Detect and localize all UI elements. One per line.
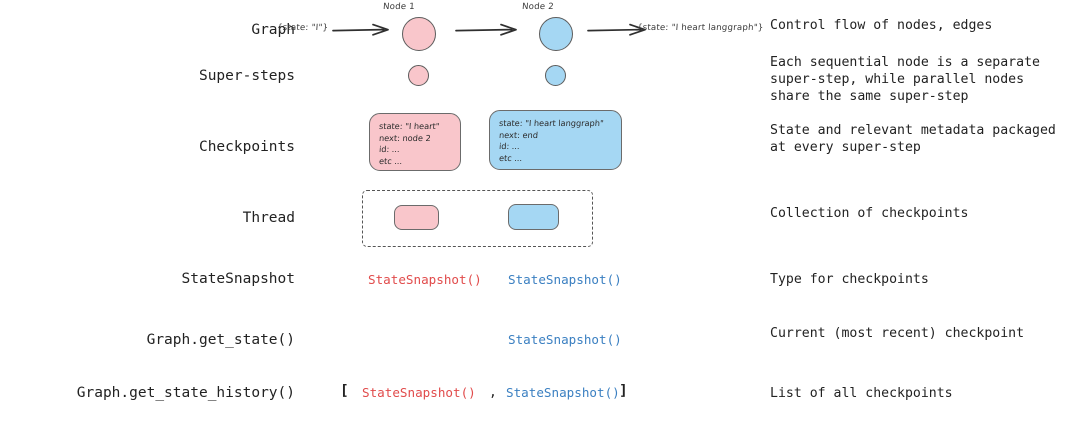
checkpoint-line: next: node 2 <box>378 132 432 143</box>
row-description-get-state: Current (most recent) checkpoint <box>770 326 1025 341</box>
checkpoint-line: id: ... <box>378 144 401 155</box>
history-token-pink: StateSnapshot() <box>362 385 476 400</box>
list-close-bracket: ] <box>619 383 628 399</box>
thread-checkpoint-blue <box>508 204 559 230</box>
graph-node-2 <box>539 17 573 51</box>
checkpoint-line: state: "I heart langgraph" <box>498 118 605 128</box>
row-label-statesnapshot: StateSnapshot <box>181 271 296 287</box>
checkpoint-line: state: "I heart" <box>378 121 440 131</box>
output-state-annotation: {state: "I heart langgraph"} <box>636 23 764 33</box>
edge-arrow-2 <box>455 23 517 36</box>
super-step-node-1 <box>408 65 429 86</box>
thread-checkpoint-pink <box>394 205 439 230</box>
edge-arrow-3 <box>587 23 646 36</box>
row-description-thread: Collection of checkpoints <box>770 206 969 221</box>
row-label-graph: Graph <box>251 22 295 38</box>
input-state-annotation: {state: "I"} <box>276 23 329 33</box>
desc-line: at every super-step <box>770 140 921 155</box>
statesnapshot-token-blue: StateSnapshot() <box>508 272 622 287</box>
history-token-blue: StateSnapshot() <box>506 385 620 400</box>
row-description-statesnapshot: Type for checkpoints <box>770 272 929 287</box>
row-label-checkpoints: Checkpoints <box>198 139 295 155</box>
row-description-get-state-history: List of all checkpoints <box>770 386 953 401</box>
row-description-super-steps: Each sequential node is a separate super… <box>770 54 1080 105</box>
desc-line: State and relevant metadata packaged <box>770 123 1056 138</box>
row-description-checkpoints: State and relevant metadata packaged at … <box>770 122 1080 156</box>
checkpoint-line: next: end <box>498 129 539 140</box>
checkpoint-line: etc ... <box>378 155 403 166</box>
super-step-node-2 <box>545 65 566 86</box>
desc-line: Each sequential node is a separate <box>770 55 1040 70</box>
statesnapshot-token-pink: StateSnapshot() <box>368 272 482 287</box>
list-separator: , <box>489 385 497 400</box>
checkpoint-box-blue: state: "I heart langgraph" next: end id:… <box>489 110 622 170</box>
checkpoint-box-pink: state: "I heart" next: node 2 id: ... et… <box>369 113 461 171</box>
row-label-get-state: Graph.get_state() <box>146 332 295 348</box>
row-label-thread: Thread <box>242 210 295 226</box>
desc-line: share the same super-step <box>770 89 969 104</box>
checkpoint-line: etc ... <box>498 152 523 163</box>
row-label-get-state-history: Graph.get_state_history() <box>76 385 295 401</box>
desc-line: super-step, while parallel nodes <box>770 72 1025 87</box>
node-2-label: Node 2 <box>521 2 555 12</box>
checkpoint-line: id: ... <box>498 141 521 152</box>
row-label-super-steps: Super-steps <box>198 68 295 84</box>
node-1-label: Node 1 <box>382 2 416 12</box>
graph-node-1 <box>402 17 436 51</box>
get-state-result-token: StateSnapshot() <box>508 332 622 347</box>
row-description-graph: Control flow of nodes, edges <box>770 18 993 33</box>
edge-arrow-1 <box>332 23 389 36</box>
list-open-bracket: [ <box>340 383 349 399</box>
thread-container <box>362 190 593 247</box>
